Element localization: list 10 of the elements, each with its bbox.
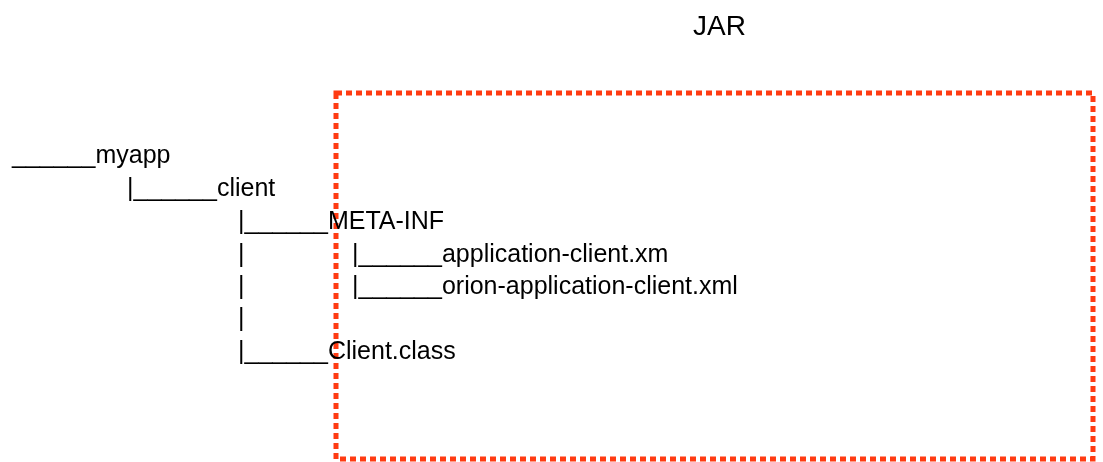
tree-line: | <box>238 271 245 300</box>
tree-line: | <box>238 303 245 332</box>
tree-line: |______application-client.xm <box>352 239 669 268</box>
tree-line: |______client <box>127 173 276 202</box>
group-heading: JAR <box>693 9 746 43</box>
tree-line: | <box>238 239 245 268</box>
tree-line: ______myapp <box>12 140 171 169</box>
tree-line: |______orion-application-client.xml <box>352 271 738 300</box>
tree-line: |______META-INF <box>238 206 445 235</box>
tree-line: |______Client.class <box>238 336 456 365</box>
